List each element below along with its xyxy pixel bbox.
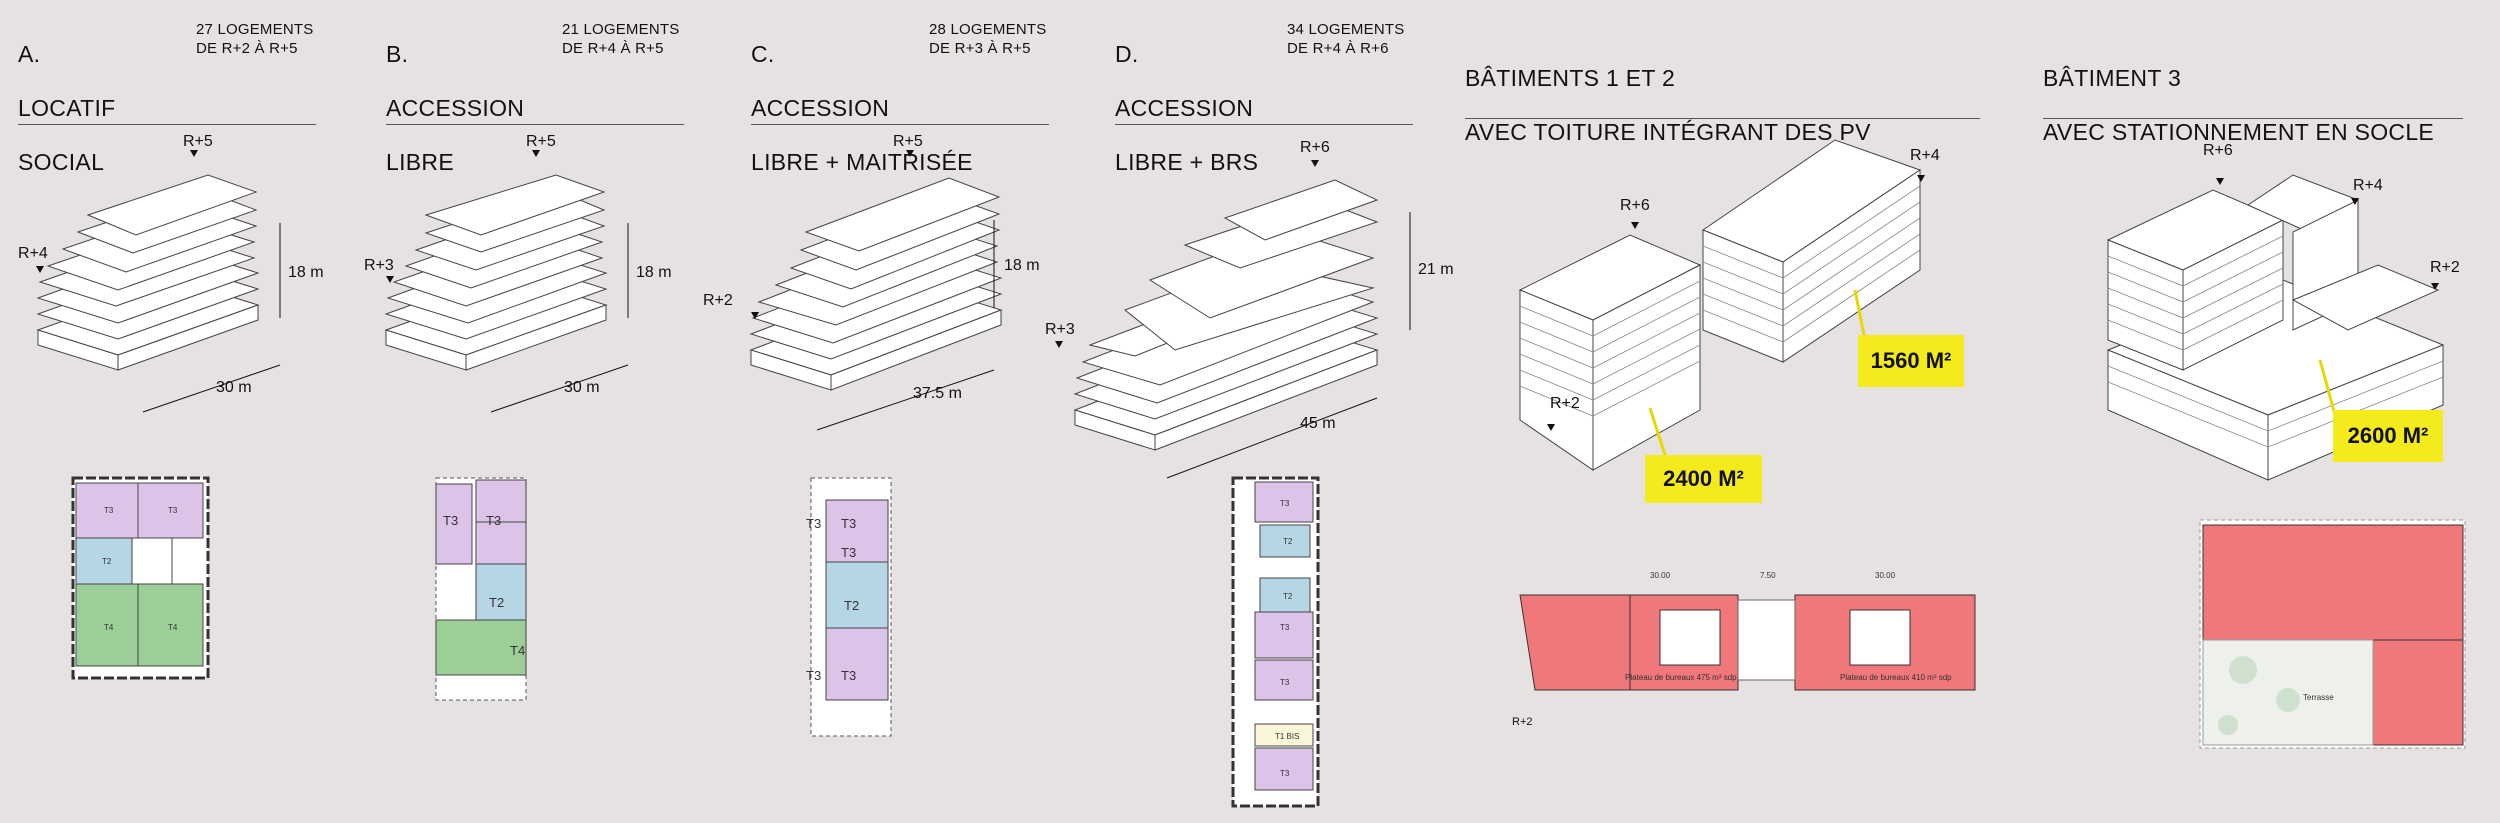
svg-text:T3: T3 [486, 513, 501, 528]
panel-f-rule [2043, 118, 2463, 119]
panel-d-drawing: R+6 R+3 21 m 45 m T3 T2 T2 T3 T3 T1 BIS … [1045, 139, 1454, 808]
svg-text:T3: T3 [168, 506, 178, 515]
panel-a-title: A. LOCATIF SOCIAL [18, 41, 116, 175]
panel-e-rule [1465, 118, 1980, 119]
plan-a: T3 T3 T2 T4 T4 [71, 476, 210, 680]
svg-text:T3: T3 [104, 506, 114, 515]
svg-text:Plateau de bureaux 475 m² sdp: Plateau de bureaux 475 m² sdp [1625, 673, 1737, 682]
svg-text:T3: T3 [443, 513, 458, 528]
panel-c-title: C. ACCESSION LIBRE + MAITRISÉE [751, 41, 973, 175]
plan-f: Terrasse [2199, 519, 2466, 749]
panel-d-rule [1115, 124, 1413, 125]
svg-text:T3: T3 [1280, 499, 1290, 508]
svg-text:R+2: R+2 [1512, 716, 1533, 728]
svg-text:T4: T4 [510, 643, 525, 658]
plan-c: T3 T3 T3 T2 T3 T3 [806, 477, 892, 737]
svg-text:T2: T2 [1283, 537, 1293, 546]
svg-text:R+4: R+4 [1910, 147, 1940, 164]
svg-text:R+5: R+5 [183, 133, 213, 150]
plan-b: T3 T3 T2 T4 [435, 477, 527, 701]
panel-a: A. LOCATIF SOCIAL 27 LOGEMENTS DE R+2 À … [18, 0, 324, 823]
svg-text:R+2: R+2 [1550, 395, 1580, 412]
panel-c: C. ACCESSION LIBRE + MAITRISÉE 28 LOGEME… [703, 0, 1061, 823]
svg-text:T4: T4 [104, 623, 114, 632]
panel-a-drawing: R+5 R+4 18 m 30 m T3 T3 T2 T4 T4 [18, 133, 324, 680]
svg-text:R+2: R+2 [2430, 259, 2460, 276]
svg-text:T2: T2 [102, 557, 112, 566]
panel-batiment-3: BÂTIMENT 3 AVEC STATIONNEMENT EN SOCLE R… [2043, 0, 2500, 823]
svg-text:T3: T3 [1280, 769, 1290, 778]
panel-b-title: B. ACCESSION LIBRE [386, 41, 525, 175]
svg-text:R+6: R+6 [2203, 142, 2233, 159]
panel-c-rule [751, 124, 1049, 125]
area-label-2600: 2600 M² [2333, 410, 2443, 462]
svg-text:R+2: R+2 [703, 292, 733, 309]
svg-text:30 m: 30 m [564, 379, 600, 396]
panel-f-title: BÂTIMENT 3 AVEC STATIONNEMENT EN SOCLE [2043, 65, 2435, 145]
panel-e-title: BÂTIMENTS 1 ET 2 AVEC TOITURE INTÉGRANT … [1465, 65, 1871, 145]
svg-text:R+5: R+5 [526, 133, 556, 150]
svg-text:T3: T3 [806, 516, 821, 531]
svg-text:18 m: 18 m [1004, 257, 1040, 274]
svg-text:30.00: 30.00 [1650, 571, 1671, 580]
panel-b: B. ACCESSION LIBRE 21 LOGEMENTS DE R+4 À… [364, 0, 686, 823]
svg-text:T3: T3 [1280, 678, 1290, 687]
panel-a-subtitle: 27 LOGEMENTS DE R+2 À R+5 [196, 21, 314, 57]
svg-text:R+5: R+5 [893, 133, 923, 150]
svg-text:T3: T3 [1280, 623, 1290, 632]
svg-text:T2: T2 [844, 598, 859, 613]
panel-d: D. ACCESSION LIBRE + BRS 34 LOGEMENTS DE… [1045, 0, 1454, 823]
svg-text:T3: T3 [806, 668, 821, 683]
svg-text:37.5 m: 37.5 m [913, 385, 962, 402]
svg-text:T1 BIS: T1 BIS [1275, 732, 1299, 741]
plan-e: 30.00 7.50 30.00 Plateau de bureaux 475 … [1512, 571, 1976, 728]
svg-text:45 m: 45 m [1300, 415, 1336, 432]
svg-text:T3: T3 [841, 668, 856, 683]
svg-text:7.50: 7.50 [1760, 571, 1776, 580]
svg-text:T3: T3 [841, 545, 856, 560]
area-label-1560: 1560 M² [1858, 335, 1964, 387]
svg-text:R+3: R+3 [364, 257, 394, 274]
panel-batiments-1-2: BÂTIMENTS 1 ET 2 AVEC TOITURE INTÉGRANT … [1465, 0, 1985, 823]
plan-d: T3 T2 T2 T3 T3 T1 BIS T3 [1231, 476, 1320, 808]
svg-text:T2: T2 [1283, 592, 1293, 601]
svg-text:21 m: 21 m [1418, 261, 1454, 278]
svg-text:Plateau de bureaux 410 m² sdp: Plateau de bureaux 410 m² sdp [1840, 673, 1952, 682]
panel-a-rule [18, 124, 316, 125]
svg-text:R+6: R+6 [1300, 139, 1330, 156]
area-label-2400: 2400 M² [1645, 455, 1762, 503]
panel-d-title: D. ACCESSION LIBRE + BRS [1115, 41, 1259, 175]
panel-b-subtitle: 21 LOGEMENTS DE R+4 À R+5 [562, 21, 680, 57]
panel-e-drawing: R+6 R+4 R+2 30.00 7.50 30.00 Plateau de … [1512, 139, 1976, 728]
svg-text:18 m: 18 m [288, 264, 324, 281]
svg-text:R+6: R+6 [1620, 197, 1650, 214]
svg-text:R+4: R+4 [18, 245, 48, 262]
panel-d-subtitle: 34 LOGEMENTS DE R+4 À R+6 [1287, 21, 1405, 57]
svg-text:30.00: 30.00 [1875, 571, 1896, 580]
svg-text:18 m: 18 m [636, 264, 672, 281]
svg-text:R+3: R+3 [1045, 321, 1075, 338]
svg-text:T2: T2 [489, 595, 504, 610]
svg-text:T4: T4 [168, 623, 178, 632]
svg-text:Terrasse: Terrasse [2303, 693, 2334, 702]
panel-c-subtitle: 28 LOGEMENTS DE R+3 À R+5 [929, 21, 1047, 57]
panel-c-drawing: R+5 R+2 18 m 37.5 m T3 T3 T3 T2 T3 T3 [703, 133, 1040, 737]
svg-text:T3: T3 [841, 516, 856, 531]
svg-text:R+4: R+4 [2353, 177, 2383, 194]
svg-text:30 m: 30 m [216, 379, 252, 396]
panel-b-rule [386, 124, 684, 125]
panel-b-drawing: R+5 R+3 18 m 30 m T3 T3 T2 T4 [364, 133, 672, 701]
